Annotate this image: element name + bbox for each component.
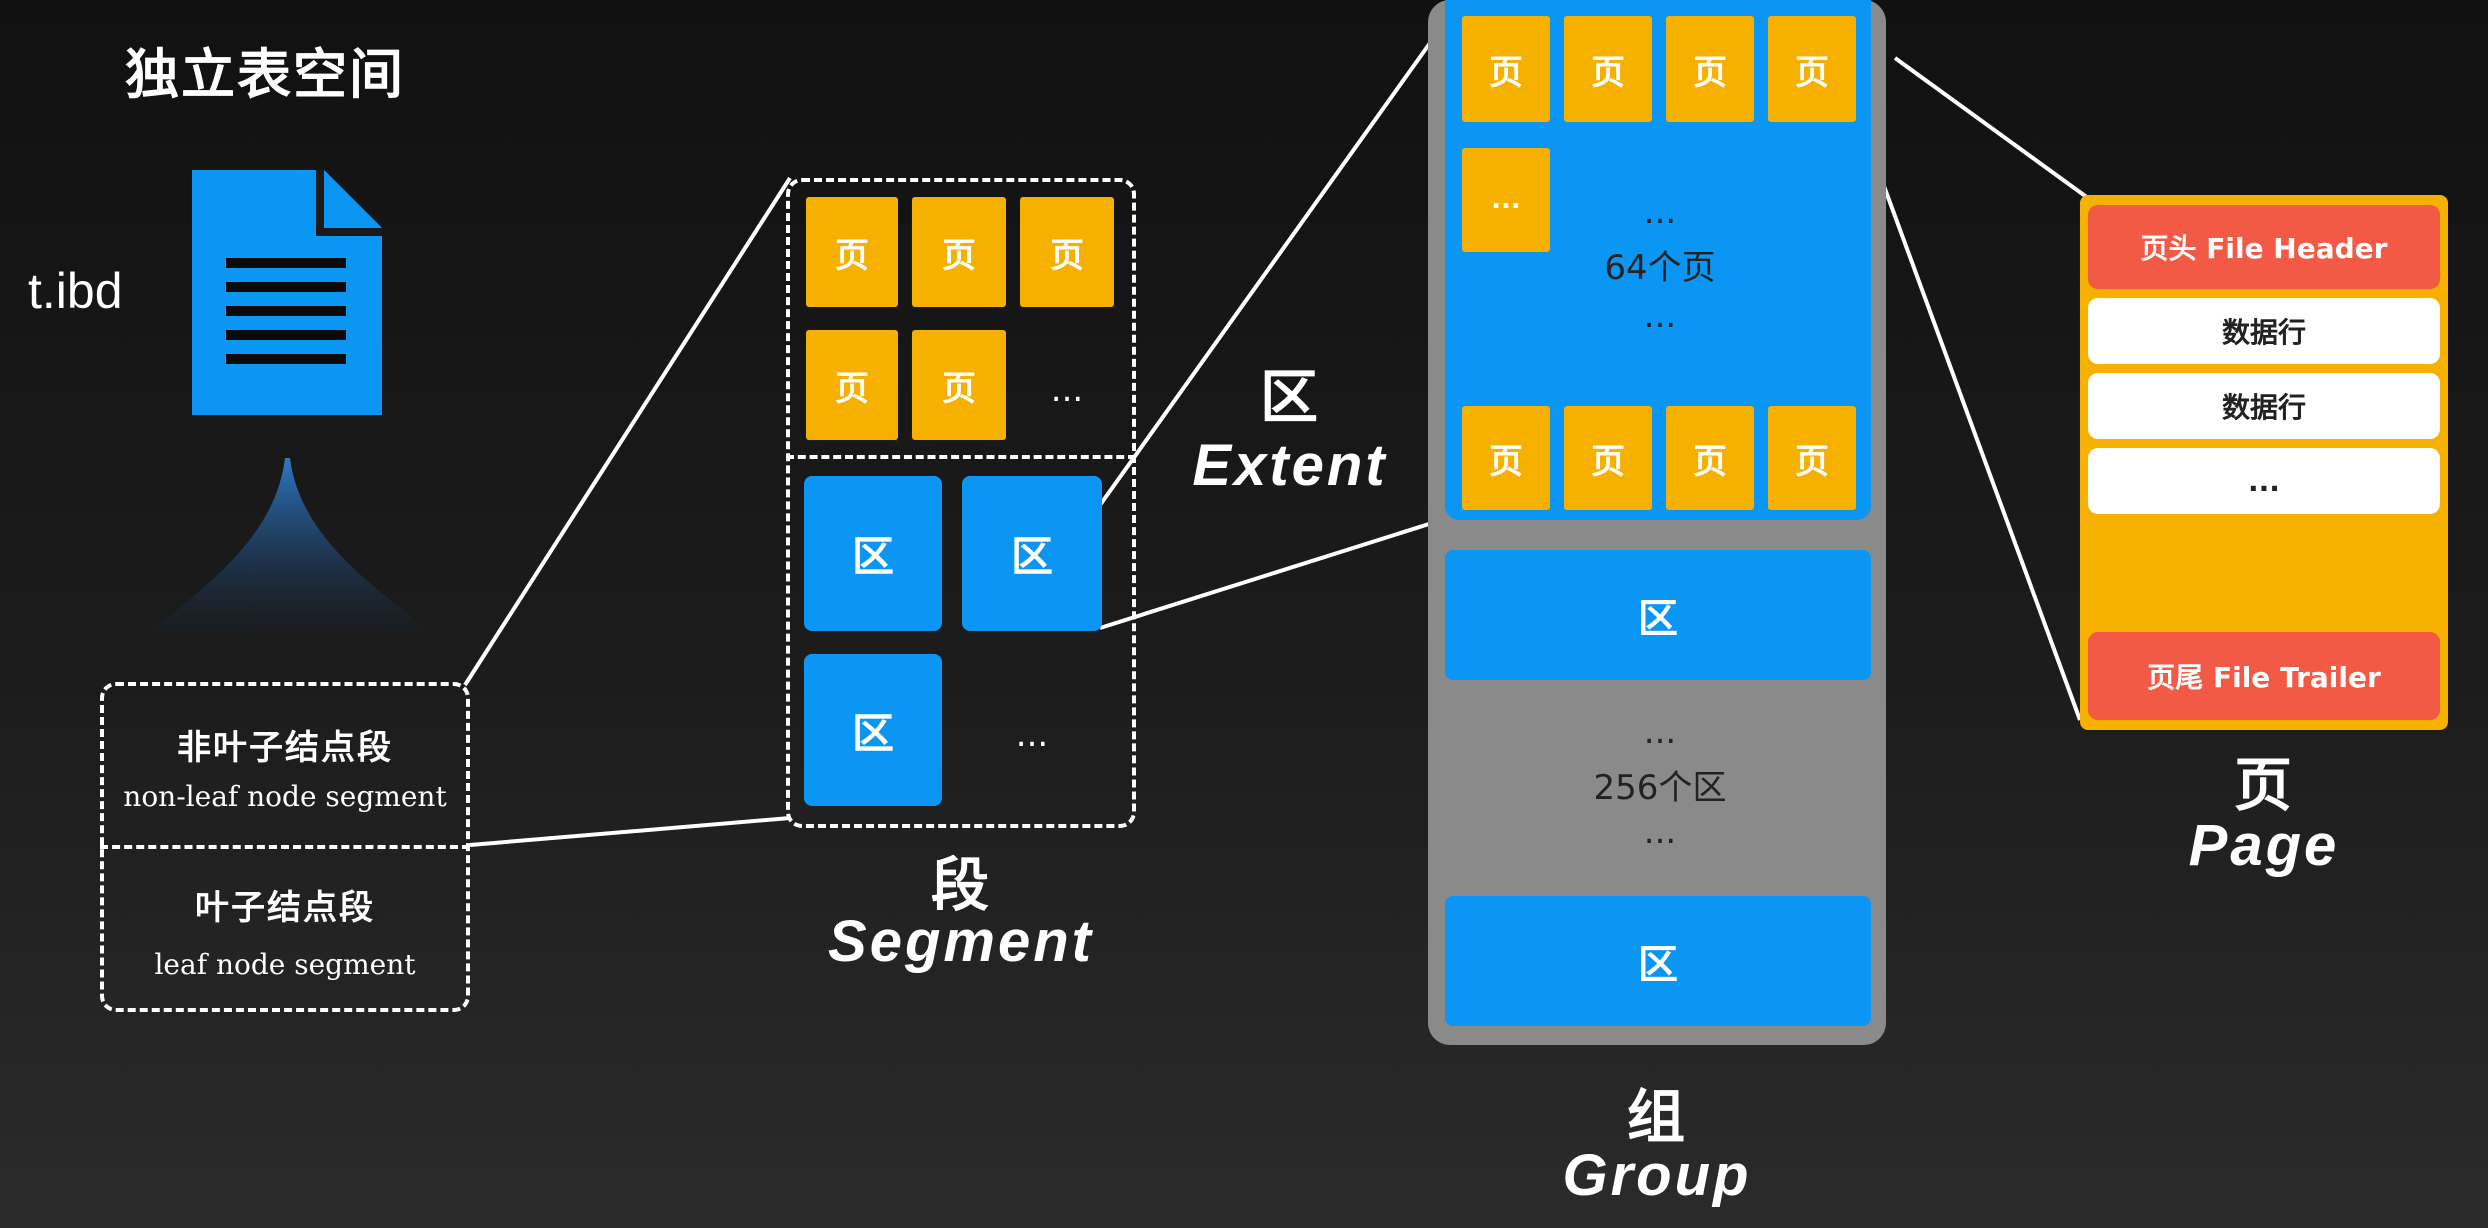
group-pages-count: 64个页 [1604,248,1716,288]
segment-page-tile: 页 [1020,197,1114,307]
page-data-row: 数据行 [2088,373,2440,439]
group-page-ellipsis-tile: ... [1462,148,1550,252]
leaf-segment-en: leaf node segment [154,948,416,981]
page-label-cn: 页 [2233,751,2294,819]
segment-detail-divider [786,455,1136,459]
group-page-tile: 页 [1564,16,1652,122]
group-page-tile: 页 [1564,406,1652,510]
connector-page-top [1893,56,2090,200]
group-pages-ellipsis-top: ... [1643,192,1677,232]
file-name: t.ibd [28,263,123,319]
group-page-tile: 页 [1462,406,1550,510]
segment-extent-ellipsis: ... [1015,715,1049,755]
group-pages-ellipsis-bottom: ... [1643,296,1677,336]
group-label-cn: 组 [1626,1083,1687,1151]
page-trailer: 页尾 File Trailer [2088,632,2440,720]
page-data-row: 数据行 [2088,298,2440,364]
group-extents-ellipsis-bottom: ... [1643,812,1677,852]
group-page-tile: 页 [1768,16,1856,122]
segment-label-en: Segment [828,909,1094,974]
connector-nonleaf-top [463,176,792,687]
group-extents-ellipsis-top: ... [1643,712,1677,752]
file-icon [192,170,382,415]
segment-extent-tile: 区 [962,476,1102,631]
segment-page-tile: 页 [912,330,1006,440]
segment-detail-box [786,178,1136,828]
group-page-tile: 页 [1666,16,1754,122]
segment-page-tile: 页 [912,197,1006,307]
group-page-tile: 页 [1462,16,1550,122]
segments-divider [100,845,470,849]
group-extent-tile: 区 [1445,896,1871,1026]
connector-extent-bottom [1099,516,1449,630]
extent-label-en: Extent [1192,433,1388,498]
segment-extent-tile: 区 [804,654,942,806]
group-page-tile: 页 [1768,406,1856,510]
segment-page-tile: 页 [806,197,898,307]
group-extent-tile: 区 [1445,550,1871,680]
segment-page-ellipsis: ... [1050,370,1084,410]
leaf-segment-label: 叶子结点段 [195,888,375,928]
tablespace-title: 独立表空间 [125,43,405,106]
connector-nonleaf-bottom [469,816,791,847]
connector-extent-top [1098,20,1447,507]
page-data-row: ... [2088,448,2440,514]
group-label-en: Group [1562,1143,1752,1208]
group-page-tile: 页 [1666,406,1754,510]
non-leaf-segment-en: non-leaf node segment [123,780,447,813]
segment-page-tile: 页 [806,330,898,440]
segment-label-cn: 段 [930,851,991,919]
page-header: 页头 File Header [2088,205,2440,289]
segment-extent-tile: 区 [804,476,942,631]
fan-glow [150,458,430,632]
non-leaf-segment-label: 非叶子结点段 [177,728,393,768]
connector-page-bottom [1868,147,2082,721]
group-extents-count: 256个区 [1593,768,1727,808]
page-label-en: Page [2188,813,2340,878]
extent-label-cn: 区 [1259,363,1320,431]
